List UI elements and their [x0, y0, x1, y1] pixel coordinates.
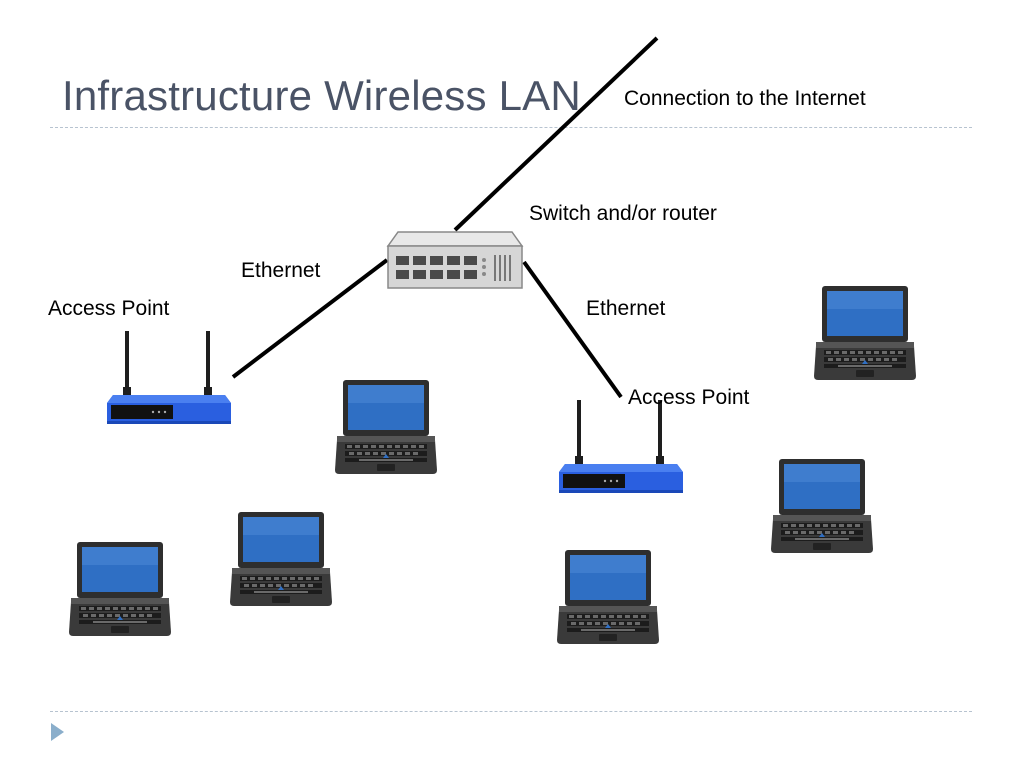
access-point-left-label: Access Point: [48, 297, 170, 320]
triangle-right-icon[interactable]: [51, 723, 64, 741]
switch-router-label: Switch and/or router: [529, 202, 717, 225]
ethernet-right-label: Ethernet: [586, 297, 666, 320]
laptop-icon: [69, 542, 171, 636]
network-switch-icon: [386, 231, 524, 289]
laptop-icon: [771, 459, 873, 553]
access-point-right-label: Access Point: [628, 386, 750, 409]
internet-connection-label: Connection to the Internet: [624, 87, 866, 110]
ethernet-right-line: [522, 260, 623, 399]
wireless-router-icon: [559, 400, 683, 493]
footer-divider: [50, 711, 972, 712]
laptop-icon: [814, 286, 916, 380]
ethernet-left-line: [231, 258, 389, 379]
ethernet-left-label: Ethernet: [241, 259, 321, 282]
slide-title: Infrastructure Wireless LAN: [62, 72, 581, 119]
laptop-icon: [335, 380, 437, 474]
laptop-icon: [557, 550, 659, 644]
wireless-router-icon: [107, 331, 231, 424]
laptop-icon: [230, 512, 332, 606]
internet-link-line: [453, 36, 659, 232]
title-divider: [50, 127, 972, 128]
